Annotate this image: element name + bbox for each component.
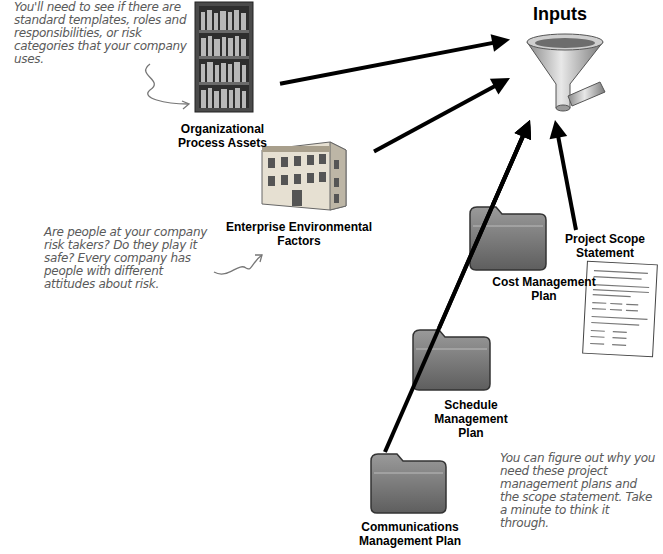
arrowhead — [515, 120, 531, 140]
building-node: Enterprise Environmental Factors — [224, 138, 374, 250]
flow-arrow — [280, 34, 510, 84]
node-label: Cost Management Plan — [488, 275, 600, 303]
folder-node: Schedule Management Plan — [410, 328, 522, 442]
leader-arrowhead — [255, 255, 262, 262]
folder-icon — [470, 207, 546, 270]
arrow-shaft — [385, 135, 524, 452]
node-label: Inputs — [510, 3, 610, 25]
arrow-shaft — [558, 136, 576, 230]
folder-node: Communications Management Plan — [352, 452, 468, 552]
bookshelf-icon — [195, 2, 253, 112]
node-label: Project Scope Statement — [555, 232, 655, 260]
flow-arrow — [374, 78, 510, 151]
building-icon — [262, 142, 346, 210]
inputs-funnel: Inputs — [510, 0, 610, 120]
arrowhead — [490, 78, 510, 94]
flow-arrow — [550, 120, 576, 230]
handwritten-note: Are people at your company risk takers? … — [44, 226, 212, 291]
folder-icon — [371, 454, 446, 513]
arrow-shaft — [374, 86, 496, 152]
leader-line — [146, 64, 188, 104]
handwritten-note: You'll need to see if there are standard… — [14, 1, 192, 66]
folder-node: Cost Management Plan — [466, 205, 600, 307]
arrowhead — [550, 120, 568, 139]
node-label: Organizational Process Assets — [165, 122, 280, 150]
document-node: Project Scope Statement — [555, 230, 660, 357]
leader-line — [214, 255, 262, 274]
handwritten-note: You can figure out why you need these pr… — [500, 452, 658, 530]
node-label: Schedule Management Plan — [420, 398, 522, 440]
arrow-shaft — [280, 43, 494, 84]
leader-arrowhead — [182, 101, 189, 109]
arrowhead — [491, 34, 510, 52]
node-label: Enterprise Environmental Factors — [224, 220, 374, 248]
funnel-icon — [527, 34, 605, 111]
node-label: Communications Management Plan — [352, 520, 468, 548]
